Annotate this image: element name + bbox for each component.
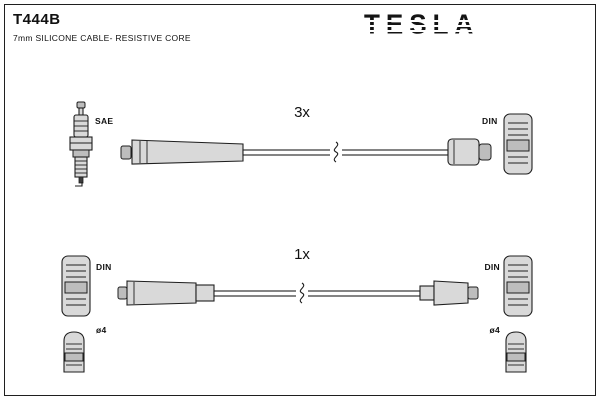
logo-stripe — [362, 30, 480, 33]
tesla-logo-text: TESLA — [364, 8, 480, 40]
part-number: T444B — [13, 11, 61, 28]
top-right-din-label: DIN — [482, 116, 498, 126]
bottom-right-dia-label: ø4 — [489, 325, 500, 335]
border-frame — [4, 4, 596, 396]
logo-stripe — [362, 25, 480, 28]
logo-stripe — [362, 20, 480, 23]
cable-break-mark — [333, 141, 339, 163]
bottom-left-dia-label: ø4 — [96, 325, 107, 335]
din-connector-icon — [503, 255, 533, 317]
bottom-cable — [117, 280, 479, 306]
bottom-assembly: DIN ø4 1x — [61, 246, 533, 373]
cable-spec-subtitle: 7mm SILICONE CABLE- RESISTIVE CORE — [13, 33, 191, 43]
header: T444B 7mm SILICONE CABLE- RESISTIVE CORE — [13, 11, 191, 43]
terminal-icon — [63, 331, 85, 373]
top-qty-label: 3x — [294, 104, 310, 121]
top-assembly: SAE 3x DIN — [69, 101, 533, 187]
bottom-left-din-label: DIN — [96, 262, 112, 272]
tesla-logo: TESLA — [362, 8, 480, 40]
bottom-qty-label: 1x — [294, 246, 310, 263]
bottom-right-din-label: DIN — [484, 262, 500, 272]
top-cable — [120, 138, 492, 166]
cable-break-mark — [299, 282, 305, 304]
din-connector-icon — [61, 255, 91, 317]
spark-plug-icon — [69, 101, 93, 187]
din-connector-icon — [503, 113, 533, 175]
sae-label: SAE — [95, 116, 113, 126]
terminal-icon — [505, 331, 527, 373]
